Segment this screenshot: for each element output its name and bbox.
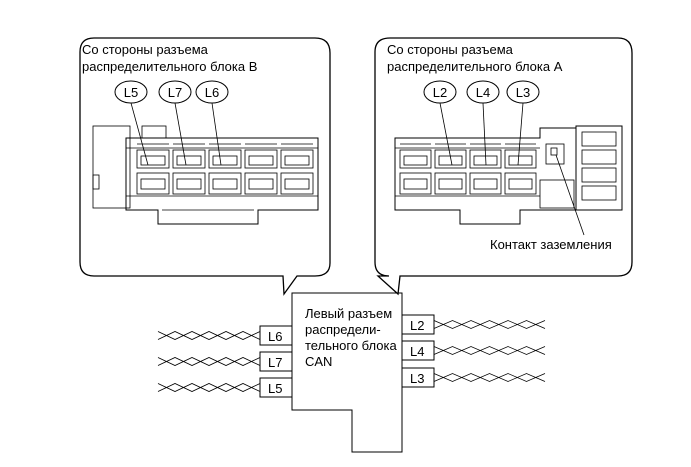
callout-a-title-1: Со стороны разъема — [387, 42, 514, 57]
wire-strand — [433, 320, 546, 329]
cavity-upper-pin — [212, 155, 238, 166]
callout-b-frame — [79, 37, 331, 296]
cavity-upper — [399, 149, 432, 169]
cavity-lower-pin — [403, 178, 428, 190]
cavity-lower-pin — [473, 178, 498, 190]
junction-label-4: CAN — [305, 354, 332, 369]
callout-b-title-1: Со стороны разъема — [82, 42, 209, 57]
cavity-upper-pin — [403, 155, 428, 166]
svg-text:L6: L6 — [205, 85, 219, 100]
cavity-lower — [136, 172, 170, 195]
cavity-upper — [172, 149, 206, 169]
cavity-upper-pin — [473, 155, 498, 166]
pin-bubble-l4: L4 — [466, 80, 500, 104]
cavity-upper — [469, 149, 502, 169]
cavity-lower — [172, 172, 206, 195]
wire-strand — [157, 383, 261, 392]
connector-a — [394, 125, 623, 225]
wire-strand — [157, 357, 261, 366]
wire-strand — [433, 346, 546, 355]
junction-label-2: распредели- — [305, 322, 381, 337]
wire-strand — [157, 331, 261, 340]
right-pin-l3: L3 — [401, 367, 435, 388]
connector-b — [92, 125, 319, 225]
pin-bubble-l5: L5 — [114, 80, 148, 104]
pin-bubble-l6: L6 — [195, 80, 229, 104]
wire-strand — [433, 346, 546, 355]
cavity-lower — [469, 172, 502, 195]
right-pin-l2: L2 — [401, 314, 435, 335]
pin-bubble-l2: L2 — [423, 80, 457, 104]
wire-strand — [157, 331, 261, 340]
svg-text:L2: L2 — [410, 318, 424, 333]
cavity-upper — [504, 149, 537, 169]
cavity-upper-pin — [176, 155, 202, 166]
junction-block — [291, 292, 403, 453]
left-pin-l6: L6 — [259, 325, 293, 346]
cavity-lower-pin — [140, 178, 166, 190]
cavity-upper-pin — [284, 155, 310, 166]
cavity-upper-pin — [508, 155, 533, 166]
twisted-pair-wires — [157, 320, 546, 392]
svg-text:L5: L5 — [124, 85, 138, 100]
pin-bubble-l3: L3 — [506, 80, 540, 104]
cavity-upper — [136, 149, 170, 169]
wire-strand — [157, 357, 261, 366]
cavity-lower — [504, 172, 537, 195]
cavity-upper-pin — [248, 155, 274, 166]
cavity-upper — [280, 149, 314, 169]
svg-text:L3: L3 — [410, 371, 424, 386]
svg-text:L4: L4 — [476, 85, 490, 100]
callout-a-title-2: распределительного блока A — [387, 59, 563, 74]
junction-label-1: Левый разъем — [305, 306, 392, 321]
svg-text:L3: L3 — [516, 85, 530, 100]
cavity-lower-pin — [284, 178, 310, 190]
cavity-lower — [244, 172, 278, 195]
cavity-lower — [280, 172, 314, 195]
svg-text:L6: L6 — [268, 329, 282, 344]
wire-strand — [157, 383, 261, 392]
cavity-lower-pin — [212, 178, 238, 190]
svg-text:L7: L7 — [268, 355, 282, 370]
pin-bubble-l7: L7 — [158, 80, 192, 104]
callout-a-frame — [374, 37, 633, 296]
svg-text:L7: L7 — [168, 85, 182, 100]
cavity-lower-pin — [508, 178, 533, 190]
cavity-lower-pin — [248, 178, 274, 190]
cavity-upper-pin — [140, 155, 166, 166]
svg-text:L5: L5 — [268, 381, 282, 396]
cavity-upper — [244, 149, 278, 169]
svg-text:L4: L4 — [410, 344, 424, 359]
callout-b-title-2: распределительного блока B — [82, 59, 257, 74]
wire-strand — [433, 320, 546, 329]
cavity-lower-pin — [438, 178, 463, 190]
cavity-upper — [434, 149, 467, 169]
cavity-lower-pin — [176, 178, 202, 190]
ground-contact-label: Контакт заземления — [490, 237, 612, 252]
right-pin-l4: L4 — [401, 340, 435, 361]
cavity-lower — [434, 172, 467, 195]
cavity-lower — [399, 172, 432, 195]
junction-label-3: тельного блока — [305, 338, 397, 353]
left-pin-l5: L5 — [259, 377, 293, 398]
wire-strand — [433, 373, 546, 382]
cavity-upper-pin — [438, 155, 463, 166]
cavity-upper — [208, 149, 242, 169]
wire-strand — [433, 373, 546, 382]
cavity-lower — [208, 172, 242, 195]
left-pin-l7: L7 — [259, 351, 293, 372]
svg-text:L2: L2 — [433, 85, 447, 100]
